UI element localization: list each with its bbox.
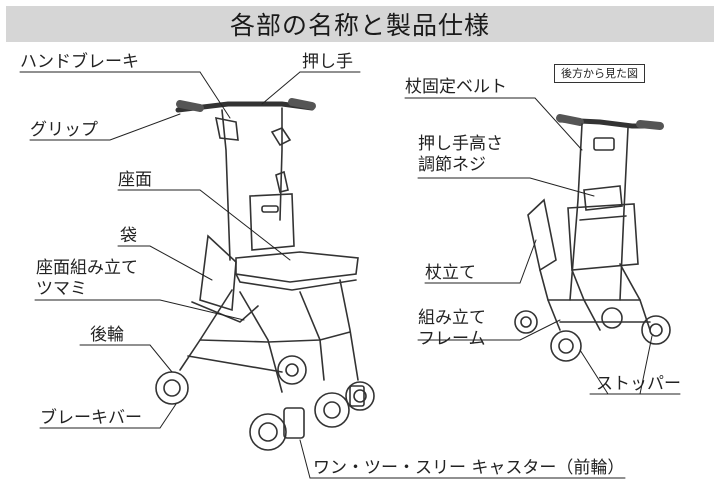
rear-view-note: 後方から見た図 <box>554 64 645 83</box>
label-cane-stand: 杖立て <box>425 263 476 283</box>
label-frame: 組み立て フレーム <box>418 308 486 349</box>
label-grip: グリップ <box>30 120 98 140</box>
label-caster: ワン・ツー・スリー キャスター（前輪） <box>313 458 625 478</box>
label-cane-belt: 杖固定ベルト <box>405 77 507 97</box>
page-title: 各部の名称と製品仕様 <box>229 11 490 40</box>
label-stopper: ストッパー <box>596 374 681 394</box>
label-height-screw: 押し手高さ 調節ネジ <box>418 134 503 175</box>
label-hand-brake: ハンドブレーキ <box>20 52 139 72</box>
label-bag: 袋 <box>120 226 137 246</box>
label-push-handle: 押し手 <box>302 52 353 72</box>
label-rear-wheel: 後輪 <box>90 325 124 345</box>
title-bar: 各部の名称と製品仕様 <box>6 6 714 42</box>
label-brake-bar: ブレーキバー <box>40 408 142 428</box>
label-seat: 座面 <box>118 170 152 190</box>
label-seat-knob: 座面組み立て ツマミ <box>36 258 138 299</box>
